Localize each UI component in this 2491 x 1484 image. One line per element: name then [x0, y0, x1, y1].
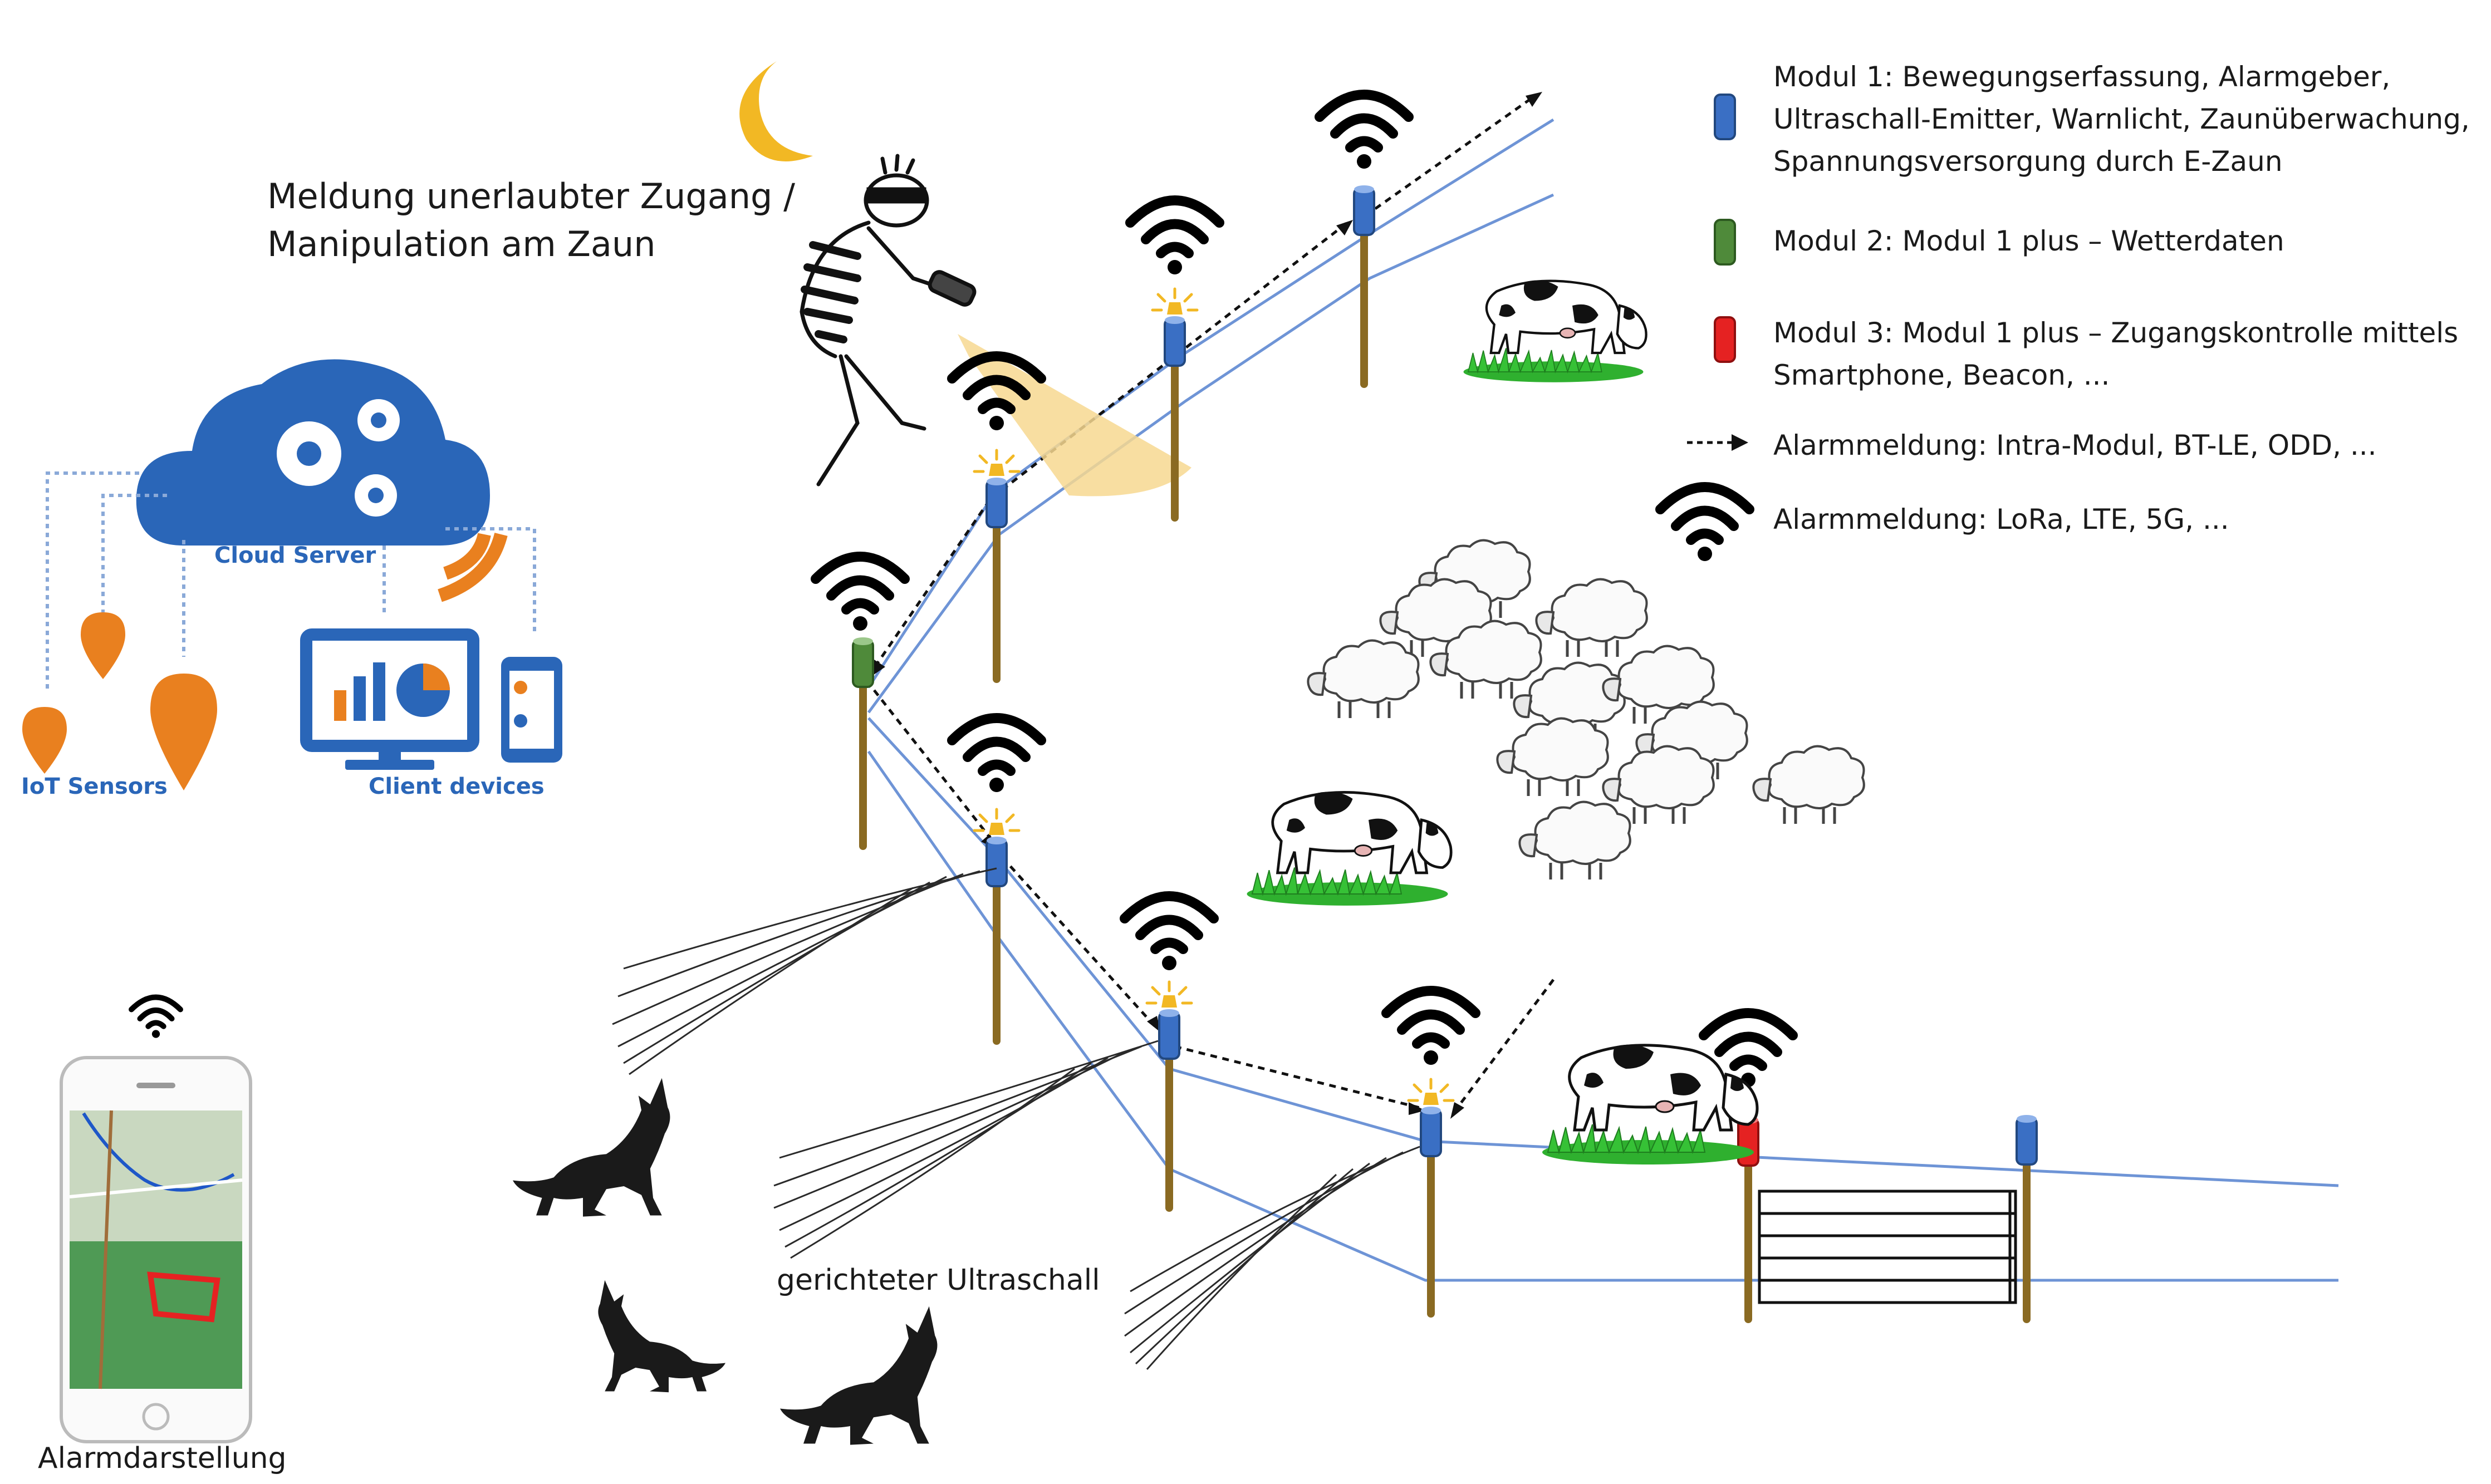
wifi-icon: [1386, 991, 1475, 1065]
cloud-server-label: Cloud Server: [214, 543, 376, 568]
wifi-icon: [1320, 95, 1409, 169]
ultrasound-waves: [612, 867, 1420, 1370]
module-1: [985, 836, 1008, 887]
module-1: [1164, 315, 1186, 367]
module-2: [852, 637, 874, 688]
legend-module-3-text: Modul 3: Modul 1 plus – Zugangskontrolle…: [1773, 312, 2458, 396]
client-monitor-icon: [300, 628, 479, 770]
legend-module-2-swatch: [1714, 219, 1736, 266]
iot-sensor-icons: [22, 612, 217, 790]
wolf: [513, 1078, 670, 1217]
cow-bottom: [1542, 1045, 1757, 1164]
client-phone-icon: [501, 657, 562, 763]
dashed-arrow-head: [1732, 434, 1748, 451]
flashlight-beam: [958, 334, 1191, 497]
legend-line: Modul 1: Bewegungserfassung, Alarmgeber,: [1773, 61, 2391, 93]
moon-icon: [739, 61, 813, 161]
wifi-icon: [131, 997, 180, 1038]
client-devices-label: Client devices: [369, 774, 545, 799]
wifi-icon: [1660, 487, 1749, 561]
legend-line: Smartphone, Beacon, ...: [1773, 359, 2110, 391]
legend-line: Modul 3: Modul 1 plus – Zugangskontrolle…: [1773, 317, 2459, 349]
module-1: [2016, 1114, 2038, 1166]
legend-module-1-swatch: [1714, 94, 1736, 140]
module-1: [1158, 1008, 1180, 1060]
legend-line: Alarmmeldung: LoRa, LTE, 5G, ...: [1773, 503, 2229, 535]
fence-gate: [1758, 1190, 2017, 1304]
intrusion-caption: Meldung unerlaubter Zugang / Manipulatio…: [267, 173, 795, 268]
wolf: [598, 1280, 725, 1393]
module-1: [1420, 1105, 1442, 1157]
legend-line: Ultraschall-Emitter, Warnlicht, Zaunüber…: [1773, 103, 2470, 135]
legend-module-2-text: Modul 2: Modul 1 plus – Wetterdaten: [1773, 220, 2284, 262]
wifi-icon: [952, 718, 1041, 792]
alarm-display-label: Alarmdarstellung: [38, 1442, 287, 1475]
legend-line: Modul 2: Modul 1 plus – Wetterdaten: [1773, 225, 2284, 257]
legend-module-3-swatch: [1714, 316, 1736, 363]
cloud-server: [136, 359, 491, 546]
intruder-figure: [800, 154, 977, 487]
wifi-icons: [816, 95, 1793, 1087]
iot-sensors-label: IoT Sensors: [21, 774, 168, 799]
caption-line-1: Meldung unerlaubter Zugang /: [267, 176, 795, 217]
wifi-icon: [1130, 200, 1219, 274]
module-1: [1353, 184, 1375, 236]
legend: [1660, 94, 1749, 561]
smartphone-alarm-view: [60, 997, 252, 1443]
legend-wifi-text: Alarmmeldung: LoRa, LTE, 5G, ...: [1773, 498, 2229, 540]
cloud-links: [46, 471, 536, 690]
ultrasound-label: gerichteter Ultraschall: [777, 1264, 1100, 1297]
legend-line: Alarmmeldung: Intra-Modul, BT-LE, ODD, .…: [1773, 429, 2377, 461]
cow-top: [1464, 281, 1646, 382]
cow-middle: [1247, 792, 1452, 906]
map-view: [69, 1110, 243, 1389]
legend-module-1-text: Modul 1: Bewegungserfassung, Alarmgeber,…: [1773, 56, 2470, 183]
wifi-icon: [816, 557, 905, 631]
wolf: [780, 1306, 938, 1445]
wireless-signal-icon: [438, 532, 508, 602]
wifi-icon: [1125, 896, 1214, 970]
module-1: [985, 476, 1008, 528]
legend-line: Spannungsversorgung durch E-Zaun: [1773, 145, 2283, 178]
legend-arrow-text: Alarmmeldung: Intra-Modul, BT-LE, ODD, .…: [1773, 424, 2377, 466]
caption-line-2: Manipulation am Zaun: [267, 224, 656, 264]
alarm-arrows: [872, 93, 1555, 1114]
